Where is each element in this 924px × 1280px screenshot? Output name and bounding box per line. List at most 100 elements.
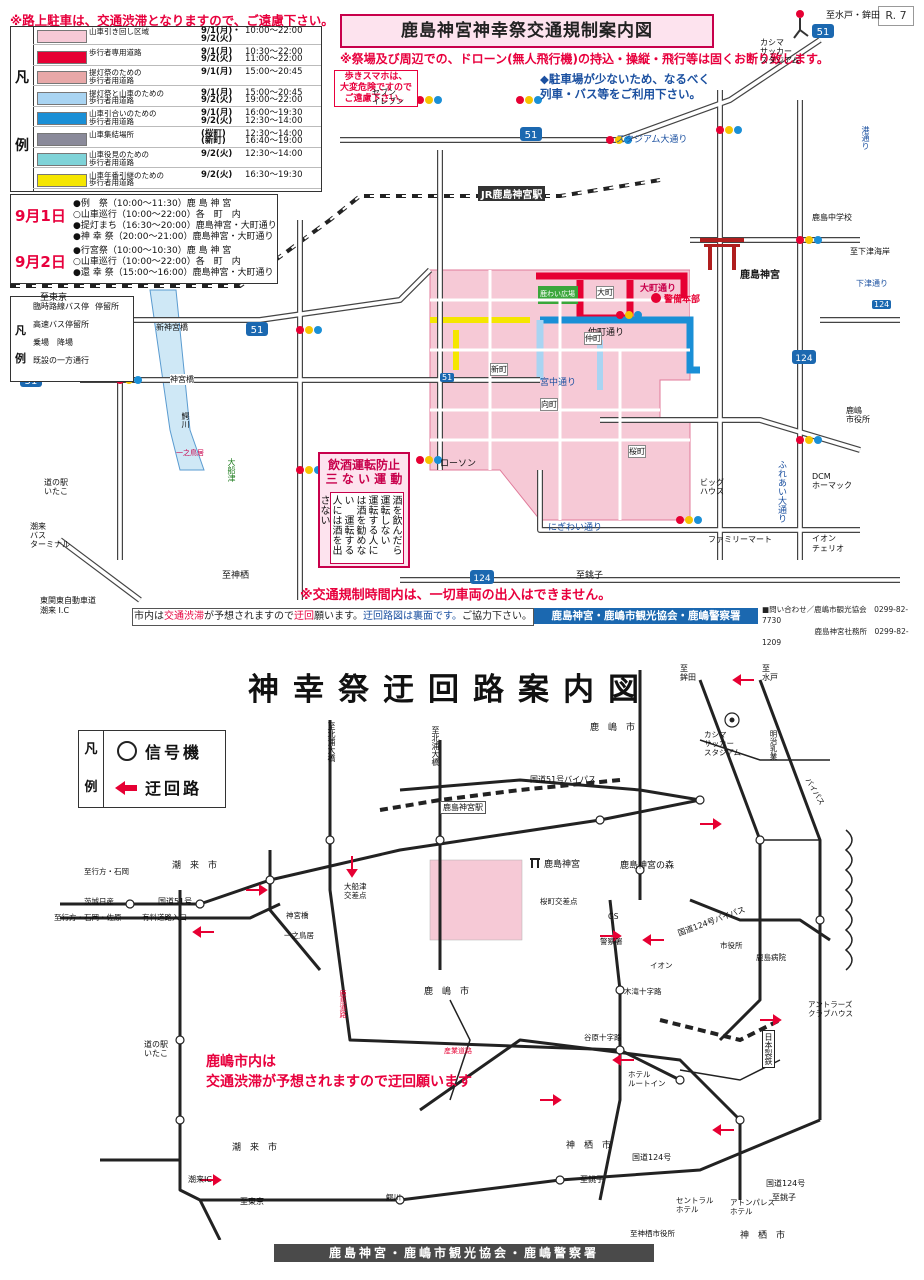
page-title: 鹿島神宮神幸祭交通規制案内図	[340, 14, 714, 48]
detour-legend: 凡 例 信号機 迂回路	[78, 730, 226, 808]
legend-description: 提灯祭のための 歩行者用道路	[89, 68, 142, 85]
detour-route-map	[60, 670, 853, 1240]
legend-date: 9/1(月)	[201, 67, 233, 77]
legend-date: (桜町) (新町)	[201, 128, 226, 146]
security-hq-label: 警備本部	[664, 295, 701, 305]
contact-line: ■問い合わせ／鹿嶋市観光協会 0299-82-7730	[762, 605, 909, 625]
route124-label: 国道124号	[632, 1153, 672, 1162]
transport-legend-row: 既設の一方通行	[33, 356, 89, 365]
ibaraki-nissan-label: 茨城日産	[84, 897, 114, 906]
detour-station-label: 鹿島神宮駅	[440, 801, 486, 814]
kitaki-cross-label: 木滝十字路	[624, 987, 662, 996]
legend-date: 9/1(月) 9/2(火)	[201, 46, 233, 64]
signal-icon	[117, 741, 137, 761]
nakamachi-label: 仲町通り	[588, 328, 625, 338]
family-mart-label: ファミリーマート	[708, 535, 772, 544]
schedule-day2-label: 9月2日	[15, 253, 66, 271]
lawson-label: ローソン	[440, 459, 477, 469]
contact-line: 鹿島神宮社務所 0299-82-1209	[762, 627, 909, 647]
to-kitaura-label: 至北浦大橋	[327, 722, 336, 762]
schedule-item: ●提灯まち（16:30～20:00）鹿島神宮・大町通り	[73, 221, 277, 231]
toll-road-entrance-label: 有料道路入口	[142, 913, 187, 922]
fureai-label: ふれあい大通り	[776, 460, 786, 523]
itako-ic-label: 潮来IC	[188, 1175, 212, 1184]
smartphone-notice-line: ご遠慮下さい。	[344, 94, 408, 104]
svg-text:51: 51	[251, 325, 264, 336]
itako-city-label: 潮 来 市	[172, 861, 218, 871]
transport-legend-row: 停留所	[95, 302, 119, 311]
detour-signal-markers	[125, 795, 825, 1205]
meiji-label: 明治乳業	[769, 730, 778, 760]
legend-time: 12:30～14:00 16:40～19:00	[245, 128, 303, 146]
legend-swatch	[37, 91, 87, 105]
legend-swatch	[37, 153, 87, 166]
transport-legend: 凡例 臨時路線バス停 停留所 高速バス停留所 乗場 降場 既設の一方通行	[10, 296, 134, 382]
green-plaza-label: 鹿わい広場	[540, 290, 575, 298]
to-kitaura-bridge-label: 至北浦大橋	[431, 726, 440, 766]
legend-date: 9/2(火)	[201, 149, 233, 159]
stadium-dori-label: スタジアム大通り	[616, 135, 688, 145]
route124-label: 国道124号	[766, 1179, 806, 1188]
public-transport-notice-line: 列車・バス等をご利用下さい。	[540, 87, 701, 101]
smartphone-notice-line: 歩きスマホは、	[344, 72, 408, 82]
legend-time: 10:00～22:00	[245, 26, 303, 36]
aton-palace-hotel-label: アトンパレス ホテル	[730, 1198, 775, 1216]
schedule-item: ●行宮祭（10:00～10:30）鹿 島 神 宮	[73, 246, 232, 256]
legend-time: 16:00～19:30 12:30～14:00	[245, 108, 303, 126]
legend-date: 9/1(月)・9/2(火)	[201, 26, 241, 44]
no-vehicle-notice: ※交通規制時間内は、一切車両の出入はできません。	[300, 588, 612, 603]
smartphone-notice: 歩きスマホは、 大変危険ですので ご遠慮下さい。	[334, 70, 418, 107]
river-label: 鰐川	[181, 412, 190, 428]
sakuramachi-label: 桜町	[628, 445, 646, 458]
to-sawara-label: 至行方・石岡・佐原	[54, 913, 122, 922]
to-tokyo-label: 至東京	[240, 1197, 264, 1206]
sangyo-road-label: 産業道路	[444, 1047, 472, 1055]
legend-swatch	[37, 30, 87, 43]
parking-warning: ※路上駐車は、交通渋滞となりますので、ご遠慮下さい。	[10, 13, 334, 28]
shrine-label: 鹿島神宮	[740, 270, 780, 281]
legend-date: 9/1(月) 9/2(火)	[201, 87, 233, 105]
schedule-item: ○山車巡行（10:00～22:00）各 町 内	[73, 210, 241, 220]
drunk-driving-box: 飲酒運転防止 三 な い 運 動 酒を飲んだら運転しない 運転する人には酒を勧め…	[318, 452, 410, 568]
legend-side-top: 凡	[15, 70, 29, 86]
michi-itako-label: 道の駅 いたこ	[144, 1040, 168, 1058]
central-hotel-label: セントラル ホテル	[676, 1196, 714, 1214]
legend-date: 9/2(火)	[201, 169, 233, 180]
sakuramachi-cross-label: 桜町交差点	[540, 897, 578, 906]
soccer-ball-icon	[724, 712, 740, 728]
schedule-item: ●還 幸 祭（15:00～16:00）鹿島神宮・大町通り	[73, 268, 274, 278]
schedule-item: ●神 幸 祭（20:00～21:00）鹿島神宮・大町通り	[73, 232, 274, 242]
detour-map-title: 神幸祭迂回路案内図	[248, 672, 653, 708]
detour-legend-side-top: 凡	[84, 742, 98, 757]
detour-arrow-icon	[115, 781, 125, 795]
legend-time: 15:00～20:45 19:00～22:00	[245, 87, 303, 105]
ichinotorii-label: 一之鳥居	[176, 449, 204, 457]
detour-traffic-note-line: 交通渋滞が予想されますので迂回願います	[206, 1074, 472, 1090]
public-transport-notice: ◆駐車場が少ないため、なるべく 列車・バス等をご利用下さい。	[540, 72, 710, 102]
detour-traffic-note: 鹿嶋市内は 交通渋滞が予想されますので迂回願います	[206, 1052, 472, 1092]
mukaimachi-label: 向町	[540, 398, 558, 411]
minato-dori-label: 港通り	[861, 126, 870, 150]
legend-row: 山車集結場所(桜町) (新町)12:30～14:00 16:40～19:00	[33, 128, 321, 148]
soccer-player-icon	[793, 10, 809, 39]
shrine-forest-label: 鹿島神宮の森	[620, 861, 675, 871]
svg-text:124: 124	[473, 574, 490, 584]
detour-notice-text: 市内は	[134, 611, 164, 622]
tanigo-cross-label: 谷原十字路	[584, 1033, 622, 1042]
festival-traffic-map: 51 51 51 51 124 124	[10, 10, 900, 603]
wanigawa-label: 鰐川	[386, 1193, 401, 1202]
svg-text:124: 124	[795, 354, 812, 364]
kashima-road-label: 鹿島道路	[339, 990, 347, 1018]
legend-swatch	[37, 50, 87, 64]
drunk-driving-title: 飲酒運転防止 三 な い 運 動	[325, 458, 403, 486]
detour-notice-text: が予想されますので	[204, 611, 294, 622]
schedule-day1-label: 9月1日	[15, 207, 66, 225]
to-shimotsu-label: 至下津海岸	[850, 247, 890, 256]
shin-jingu-bridge-label: 新神宮橋	[156, 323, 188, 332]
detour-traffic-note-line: 鹿嶋市内は	[206, 1054, 276, 1070]
to-choshi-label: 至銚子	[580, 1175, 604, 1184]
omachi-box-label: 大町	[596, 286, 614, 299]
